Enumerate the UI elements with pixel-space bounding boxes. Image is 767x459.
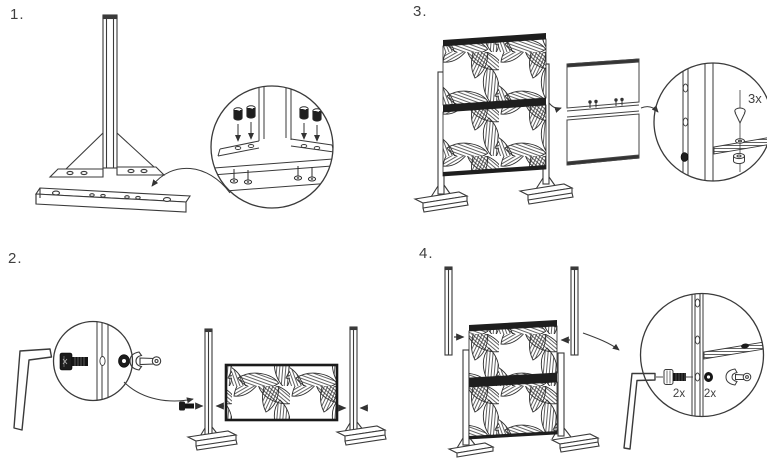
foot-bar bbox=[35, 187, 191, 213]
step-2: 2. bbox=[0, 230, 390, 459]
bolt-icon bbox=[59, 352, 88, 371]
step-4-illustration: 2x 2x bbox=[444, 266, 765, 458]
step-1-illustration bbox=[35, 14, 334, 213]
joint-screws bbox=[588, 97, 624, 108]
nut-icon bbox=[733, 152, 745, 165]
allen-key-icon bbox=[13, 348, 53, 431]
assembled-screen bbox=[447, 320, 600, 458]
panel-frames bbox=[566, 58, 640, 166]
post-hole bbox=[99, 356, 106, 366]
screw-icon bbox=[734, 107, 746, 125]
magnifier-circle bbox=[210, 85, 334, 209]
step-2-number: 2. bbox=[8, 250, 23, 267]
leaf-panel bbox=[468, 325, 558, 440]
nut-icon bbox=[704, 372, 713, 382]
leaf-panel bbox=[224, 363, 339, 422]
post-with-base bbox=[48, 14, 166, 178]
step-1: 1. bbox=[0, 0, 390, 230]
screw-count-label: 3x bbox=[748, 91, 762, 106]
nut-count-label: 2x bbox=[704, 388, 716, 400]
step-3-illustration: 3x bbox=[413, 33, 767, 213]
magnifier-circle bbox=[52, 320, 134, 402]
assembled-screen bbox=[413, 33, 574, 213]
step-2-illustration bbox=[13, 320, 387, 451]
allen-key-icon bbox=[623, 372, 656, 450]
detail-scene-base-bolting bbox=[211, 86, 333, 193]
wrench-icon bbox=[129, 351, 162, 371]
bolt-icon bbox=[179, 401, 194, 411]
step-4-number: 4. bbox=[419, 245, 434, 262]
step-4: 4. bbox=[383, 230, 767, 459]
washer-icon bbox=[735, 138, 745, 144]
bolt-count-label: 2x bbox=[673, 388, 685, 400]
side-bar bbox=[444, 266, 579, 356]
magnifier-circle bbox=[653, 62, 767, 182]
step-1-number: 1. bbox=[10, 6, 25, 23]
bolt-icon bbox=[663, 369, 693, 385]
leader-arrow bbox=[151, 167, 231, 194]
detail-scene-rail-screw bbox=[680, 63, 767, 181]
bolt-icon bbox=[233, 105, 322, 122]
leaf-panel bbox=[442, 38, 547, 177]
leader-arrow bbox=[123, 381, 194, 404]
detail-scene-bolt-nut bbox=[96, 321, 109, 401]
leader-arrow bbox=[548, 102, 562, 113]
step-3-number: 3. bbox=[413, 3, 428, 20]
washer-icon bbox=[229, 165, 317, 185]
detail-scene-post-bolting bbox=[691, 293, 764, 417]
wrench-icon bbox=[725, 368, 752, 386]
step-3: 3. bbox=[383, 0, 767, 230]
leader-arrow bbox=[582, 332, 620, 351]
left-post-assembly bbox=[186, 328, 238, 451]
magnifier-circle bbox=[639, 292, 765, 418]
nut-icon bbox=[118, 354, 130, 368]
leader-arrow bbox=[640, 105, 659, 113]
right-post-assembly bbox=[335, 326, 387, 446]
